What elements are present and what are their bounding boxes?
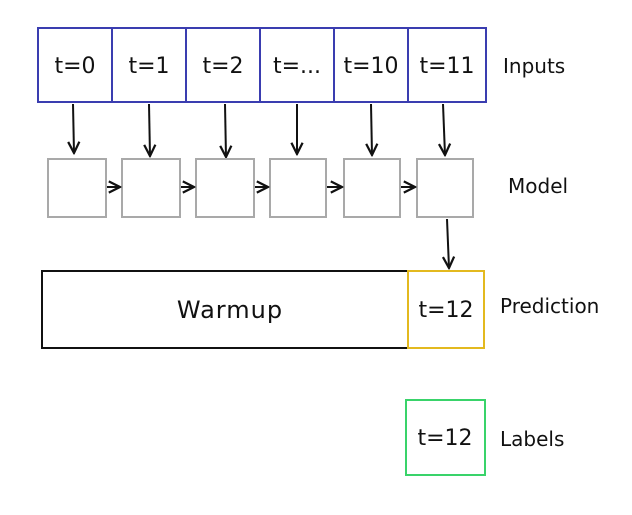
prediction-box (407, 270, 485, 349)
model-box-1 (121, 158, 181, 218)
model-row: Model (47, 158, 568, 218)
input-text-2: t=2 (202, 54, 243, 79)
arrow-model-to-prediction (447, 218, 449, 268)
arrow-down-4 (371, 103, 372, 155)
model-box-3 (269, 158, 327, 218)
prediction-label: Prediction (500, 294, 599, 318)
input-box-5 (407, 27, 487, 103)
input-to-model-arrows (73, 103, 445, 157)
label-text: t=12 (417, 426, 472, 451)
model-box-0 (47, 158, 107, 218)
arrow-down-1 (149, 103, 150, 156)
input-text-4: t=10 (343, 54, 398, 79)
input-text-1: t=1 (128, 54, 169, 79)
prediction-row: Warmup t=12 Prediction (41, 270, 599, 349)
model-box-4 (343, 158, 401, 218)
warmup-text: Warmup (177, 296, 283, 324)
label-box (405, 399, 486, 476)
model-box-5 (416, 158, 474, 218)
inputs-row: t=0 t=1 t=2 t=... t=10 t=11 Inputs (37, 27, 565, 103)
arrow-down-5 (443, 103, 445, 155)
input-text-5: t=11 (419, 54, 474, 79)
model-box-2 (195, 158, 255, 218)
labels-row: t=12 Labels (405, 399, 564, 476)
labels-label: Labels (500, 427, 564, 451)
arrow-down-2 (225, 103, 226, 157)
arrow-down-0 (73, 103, 74, 153)
inputs-label: Inputs (503, 54, 565, 78)
model-label: Model (508, 174, 568, 198)
input-text-3: t=... (273, 54, 321, 79)
input-text-0: t=0 (54, 54, 95, 79)
prediction-text: t=12 (418, 298, 473, 323)
